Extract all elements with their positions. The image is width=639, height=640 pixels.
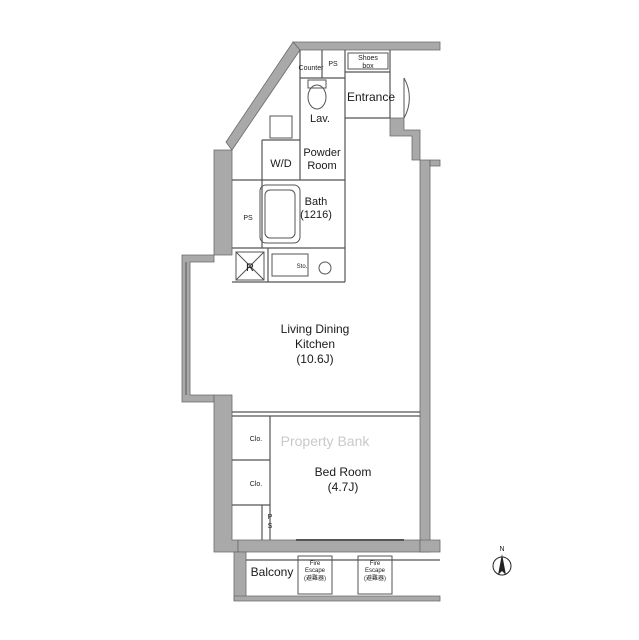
lav-label: Lav.	[310, 113, 330, 125]
powder-room-label-2: Room	[307, 160, 336, 172]
sink-label: Sto.	[297, 264, 308, 270]
wall-bottom	[237, 539, 421, 553]
kitchen-sink	[271, 253, 309, 277]
north-arrow-icon: N	[492, 546, 512, 576]
wall-balcony-left	[233, 551, 247, 601]
ldk-label-2: Kitchen	[295, 337, 335, 351]
ps-label-top: PS	[328, 61, 338, 68]
wall-left-upper	[213, 149, 233, 256]
bathtub-inner	[264, 189, 296, 239]
fire-escape-label-2c: (避難器)	[364, 574, 386, 582]
ps-label-bath: PS	[243, 215, 253, 222]
wall-diagonal	[225, 41, 301, 151]
shoes-box	[347, 52, 389, 70]
toilet	[307, 84, 327, 110]
wall-entrance-stub	[429, 159, 441, 167]
stove-burner	[318, 261, 332, 275]
wall-right	[419, 159, 431, 553]
powder-room-label-1: Powder	[303, 147, 341, 159]
interior-partitions	[232, 50, 440, 561]
shoes-box-label-1: Shoes	[358, 55, 378, 62]
refrigerator-label: R	[246, 262, 254, 274]
room-labels: Counter PS Shoes box Entrance Lav. W/D P…	[243, 55, 395, 582]
bath-label-1: Bath	[305, 196, 328, 208]
wall-left-lower	[213, 394, 239, 553]
wd-label: W/D	[270, 158, 291, 170]
closet-label-2: Clo.	[250, 481, 263, 488]
shoes-box-label-2: box	[362, 63, 374, 70]
bath-label-2: (1216)	[300, 209, 332, 221]
entrance-label: Entrance	[347, 90, 395, 104]
wall-bottom-right	[419, 539, 441, 553]
fire-escape-hatch-2	[357, 555, 393, 595]
washer-dryer	[269, 115, 293, 139]
wall-top	[292, 41, 441, 51]
compass-label: N	[499, 546, 504, 553]
bathtub	[259, 184, 301, 244]
wall-left-bay	[181, 254, 215, 403]
ps-label-bottom-2: S	[268, 523, 273, 530]
fire-escape-label-2a: Fire	[370, 561, 381, 567]
wall-balcony-bottom	[233, 595, 441, 602]
watermark: Property Bank	[281, 433, 371, 449]
fire-escape-label-2b: Escape	[365, 568, 386, 574]
toilet-tank	[307, 79, 327, 89]
walls	[181, 41, 441, 602]
entrance-door	[403, 77, 410, 119]
ldk-label-3: (10.6J)	[296, 352, 333, 366]
bedroom-label-2: (4.7J)	[328, 480, 359, 494]
fire-escape-hatch-1	[297, 555, 333, 595]
ps-label-bottom-1: P	[268, 514, 273, 521]
fire-escape-label-1a: Fire	[310, 561, 321, 567]
closet-label-1: Clo.	[250, 436, 263, 443]
fixtures	[235, 52, 410, 595]
balcony-label: Balcony	[251, 565, 294, 579]
fire-escape-label-1c: (避難器)	[304, 574, 326, 582]
counter-label: Counter	[299, 65, 325, 72]
bedroom-label-1: Bed Room	[315, 465, 372, 479]
wall-entrance-right	[389, 117, 421, 161]
ldk-label-1: Living Dining	[281, 322, 350, 336]
refrigerator-box	[235, 251, 265, 281]
fire-escape-label-1b: Escape	[305, 568, 326, 574]
